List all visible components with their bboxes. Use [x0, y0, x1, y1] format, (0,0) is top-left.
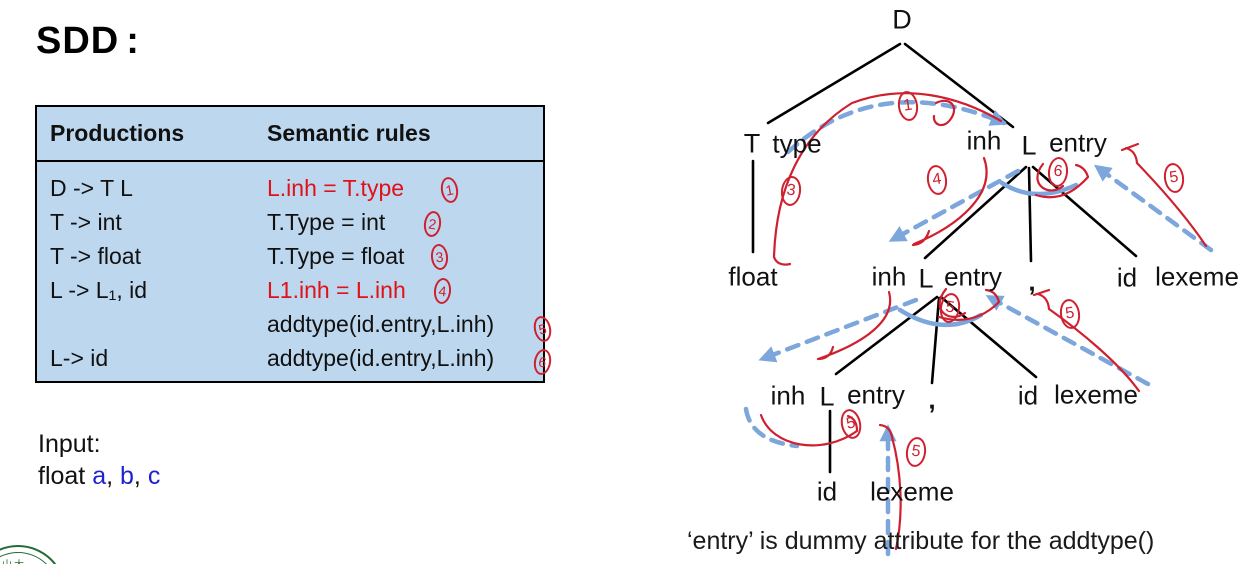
attr-inh-1: inh [966, 125, 1002, 156]
attr-entry-2: entry [944, 261, 1002, 292]
red-hook-top [932, 99, 956, 127]
leaf-comma-2: , [928, 384, 936, 415]
input-id-a: a [92, 462, 107, 490]
rule-cell: addtype(id.entry,L.inh) [267, 344, 495, 371]
rule-cell: addtype(id.entry,L.inh) [267, 310, 495, 337]
attr-lexeme-2: lexeme [1054, 379, 1138, 410]
red-arrow-lexeme-l3 [878, 423, 902, 551]
table-row: L -> L₁, id L1.inh = L.inh [37, 273, 543, 307]
input-label: Input: [38, 430, 101, 458]
red-arrow-id2-l2 [1032, 288, 1141, 393]
leaf-id-1: id [1116, 262, 1138, 293]
tree-node-t: T [743, 128, 761, 159]
rule-cell: T.Type = int [267, 208, 386, 235]
red-curve-type-to-l [772, 92, 1003, 266]
red-annotations [759, 92, 1208, 551]
arrow-id1-to-l1 [1093, 164, 1214, 253]
table-header-row: Productions Semantic rules [37, 107, 543, 162]
table-body: D -> T L L.inh = T.type T -> int T.Type … [37, 162, 543, 375]
input-keyword: float [38, 462, 93, 490]
page-title: SDD: [36, 20, 140, 63]
red-arrow-id1-l1 [1120, 142, 1208, 248]
table-row: D -> T L L.inh = T.type [37, 171, 543, 205]
title-colon: : [126, 20, 140, 62]
production-cell: L -> L₁, id [50, 276, 148, 303]
arc-under-l3 [743, 406, 800, 449]
table-row: T -> float T.Type = float [37, 239, 543, 273]
leaf-id-2: id [1017, 380, 1039, 411]
input-example: float a, b, c [38, 462, 160, 491]
attr-type: type [772, 128, 822, 159]
edge-l1-l2 [923, 165, 1028, 260]
rule-cell: L.inh = T.type [267, 174, 405, 201]
tree-node-l2: L [918, 263, 934, 294]
edge-d-t [766, 42, 902, 125]
red-arrow-l1-l2 [911, 156, 988, 247]
arc-under-l2 [897, 307, 984, 328]
table-row: addtype(id.entry,L.inh) [37, 307, 543, 341]
red-arrow-l2-l3 [816, 290, 892, 361]
attr-entry-3: entry [847, 379, 905, 410]
production-cell: T -> float [50, 242, 141, 269]
leaf-float: float [728, 261, 778, 292]
arrow-type-to-inh [785, 99, 1008, 155]
red-curl-l1 [1036, 162, 1065, 192]
dependency-arrows [743, 99, 1214, 557]
attr-inh-3: inh [770, 380, 806, 411]
edge-l2-l3 [834, 295, 939, 376]
rule-cell: L1.inh = L.inh [267, 276, 406, 303]
red-arc-under-l3 [759, 413, 859, 447]
tree-node-l3: L [819, 381, 835, 412]
tree-node-l1: L [1021, 130, 1037, 161]
arrow-l2-to-l3-inh [758, 297, 919, 363]
sdd-rules-table: Productions Semantic rules D -> T L L.in… [35, 105, 554, 383]
production-cell: L-> id [50, 344, 109, 371]
rule-cell: T.Type = float [267, 242, 405, 269]
attr-entry-1: entry [1049, 127, 1107, 158]
red-curl-l2 [938, 287, 967, 318]
leaf-comma-1: , [1028, 266, 1036, 297]
edge-l1-id [1031, 165, 1138, 258]
edge-d-l [903, 42, 1015, 129]
input-id-b: b [120, 462, 134, 490]
entry-note-caption: ‘entry’ is dummy attribute for the addty… [687, 527, 1155, 555]
leaf-id-3: id [816, 476, 838, 507]
edge-l2-comma [930, 296, 941, 385]
red-arrow-into-l1 [1034, 163, 1090, 199]
attr-inh-2: inh [871, 261, 907, 292]
production-cell: T -> int [50, 208, 122, 235]
input-separator: , [133, 462, 148, 490]
edge-l1-comma [1027, 166, 1033, 263]
column-header-semantic-rules: Semantic rules [267, 120, 431, 146]
tree-node-d: D [892, 4, 912, 35]
red-arrow-into-l2 [937, 288, 1001, 321]
column-header-productions: Productions [50, 120, 185, 146]
arrow-l1-to-l2-inh [888, 168, 1021, 243]
table-row: T -> int T.Type = int [37, 205, 543, 239]
table-row: L-> id addtype(id.entry,L.inh) [37, 341, 543, 375]
arc-under-l1 [999, 180, 1079, 197]
production-cell: D -> T L [50, 174, 133, 201]
edge-l2-id [939, 295, 1038, 379]
title-text: SDD [36, 20, 120, 62]
seal-characters: 山大 [2, 556, 26, 564]
input-separator: , [106, 462, 121, 490]
attr-lexeme-3: lexeme [870, 476, 954, 507]
input-id-c: c [147, 462, 161, 490]
attr-lexeme-1: lexeme [1155, 261, 1239, 292]
